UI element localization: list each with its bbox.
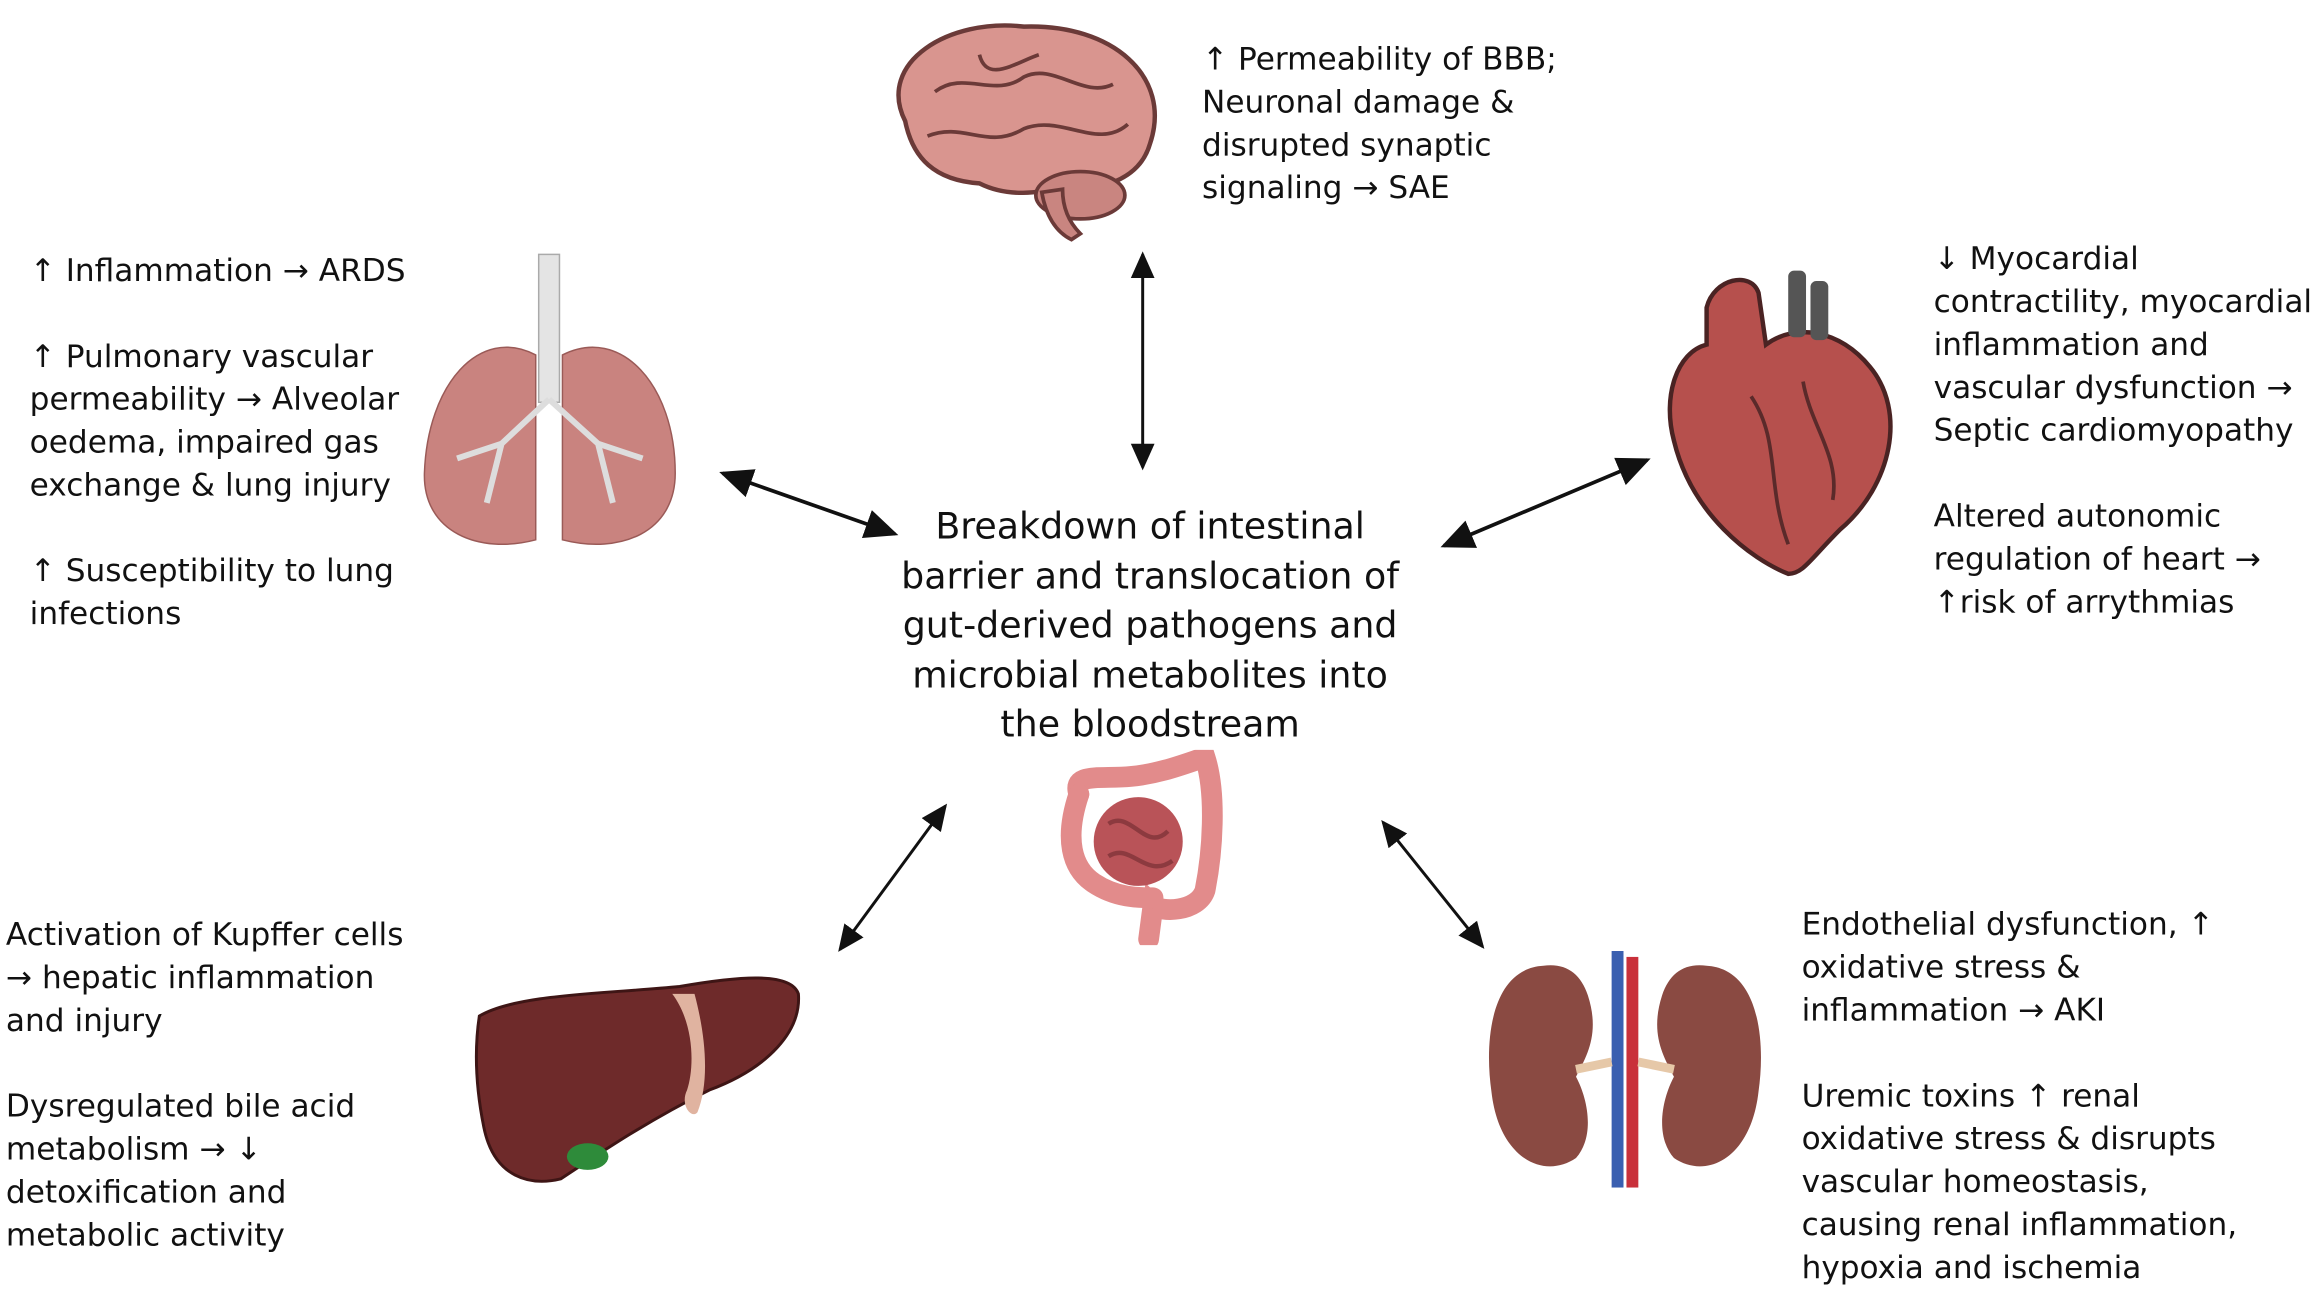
liver-effects: Activation of Kupffer cells → hepatic in… <box>6 914 404 1257</box>
heart-icon <box>1667 270 1893 577</box>
center-line: barrier and translocation of <box>901 553 1400 597</box>
text-line: inflammation and <box>1933 326 2209 363</box>
intestine-icon <box>1060 749 1223 946</box>
kidney-icon <box>1488 950 1761 1188</box>
center-line: microbial metabolites into <box>912 652 1388 696</box>
text-line: inflammation → AKI <box>1801 992 2106 1028</box>
text-line: Dysregulated bile acid <box>5 1088 356 1125</box>
text-line: Septic cardiomyopathy <box>1933 412 2294 449</box>
effect-paragraph: ↑ Permeability of BBB; Neuronal damage &… <box>1202 38 1557 210</box>
text-line: contractility, myocardial <box>1933 283 2313 320</box>
center-line: gut-derived pathogens and <box>902 603 1398 647</box>
effect-paragraph: Activation of Kupffer cells → hepatic in… <box>6 914 404 1043</box>
text-line: vascular homeostasis, <box>1801 1163 2149 1200</box>
effect-paragraph: ↑ Inflammation → ARDS <box>30 250 406 293</box>
effect-paragraph: ↑ Susceptibility to lung infections <box>30 550 406 636</box>
text-line: Endothelial dysfunction, ↑ <box>1801 906 2214 943</box>
text-line: oxidative stress & disrupts <box>1801 1121 2216 1157</box>
arrow-liver <box>838 803 948 952</box>
liver-icon <box>474 976 800 1183</box>
text-line: ↑ Permeability of BBB; <box>1202 41 1557 77</box>
text-line: permeability → Alveolar <box>29 381 400 418</box>
effect-paragraph: Dysregulated bile acid metabolism → ↓ de… <box>6 1086 404 1258</box>
arrow-lungs <box>719 469 899 539</box>
central-text: Breakdown of intestinal barrier and tran… <box>853 501 1447 749</box>
text-line: ↑ Inflammation → ARDS <box>29 252 406 289</box>
text-line: metabolism → ↓ <box>5 1131 262 1167</box>
text-line: ↑risk of arrythmias <box>1933 584 2235 620</box>
text-line: ↓ Myocardial <box>1933 241 2139 277</box>
text-line: hypoxia and ischemia <box>1801 1249 2142 1286</box>
text-line: Uremic toxins ↑ renal <box>1801 1078 2140 1114</box>
text-line: oedema, impaired gas <box>29 424 379 460</box>
effect-paragraph: ↓ Myocardial contractility, myocardial i… <box>1934 238 2312 452</box>
text-line: infections <box>29 596 182 632</box>
lungs-effects: ↑ Inflammation → ARDS ↑ Pulmonary vascul… <box>30 250 406 636</box>
effect-paragraph: Endothelial dysfunction, ↑ oxidative str… <box>1802 904 2238 1033</box>
arrow-heart <box>1440 457 1651 548</box>
text-line: ↑ Pulmonary vascular <box>29 338 374 375</box>
text-line: vascular dysfunction → <box>1933 369 2293 406</box>
text-line: and injury <box>5 1002 163 1039</box>
text-line: signaling → SAE <box>1202 170 1450 206</box>
text-line: → hepatic inflammation <box>5 959 375 996</box>
brain-effects: ↑ Permeability of BBB; Neuronal damage &… <box>1202 38 1557 210</box>
text-line: regulation of heart → <box>1933 541 2261 577</box>
arrow-kidney <box>1381 820 1485 949</box>
text-line: Activation of Kupffer cells <box>5 916 404 953</box>
text-line: Neuronal damage & <box>1202 84 1515 120</box>
center-line: the bloodstream <box>1000 702 1300 746</box>
text-line: disrupted synaptic <box>1202 127 1492 163</box>
effect-paragraph: Uremic toxins ↑ renal oxidative stress &… <box>1802 1075 2238 1289</box>
kidney-effects: Endothelial dysfunction, ↑ oxidative str… <box>1802 904 2238 1290</box>
brain-icon <box>896 23 1157 242</box>
lungs-icon <box>423 253 676 545</box>
text-line: exchange & lung injury <box>29 467 391 503</box>
center-line: Breakdown of intestinal <box>935 504 1365 548</box>
heart-effects: ↓ Myocardial contractility, myocardial i… <box>1934 238 2312 624</box>
text-line: Altered autonomic <box>1933 498 2222 534</box>
text-line: causing renal inflammation, <box>1801 1206 2238 1243</box>
text-line: detoxification and <box>5 1174 287 1210</box>
text-line: oxidative stress & <box>1801 949 2081 986</box>
effect-paragraph: Altered autonomic regulation of heart → … <box>1934 495 2312 624</box>
text-line: metabolic activity <box>5 1217 285 1253</box>
effect-paragraph: ↑ Pulmonary vascular permeability → Alve… <box>30 336 406 508</box>
text-line: ↑ Susceptibility to lung <box>29 553 394 589</box>
